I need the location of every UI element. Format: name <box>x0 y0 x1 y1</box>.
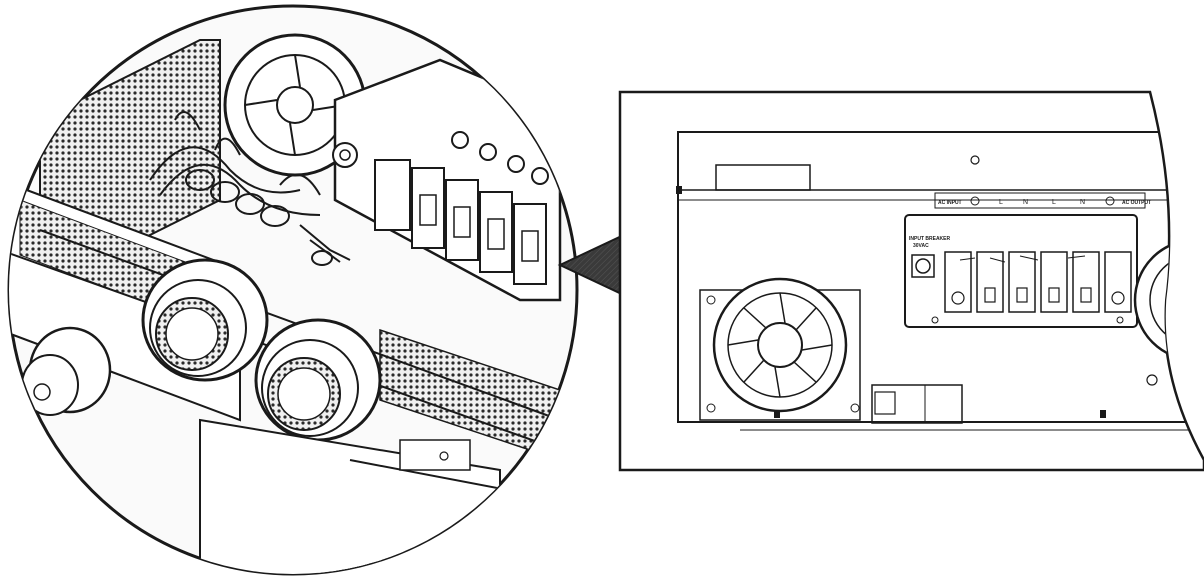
inverter-overview-panel: AC INPUT L N L N AC OUTPUT INPUT BREAKER… <box>618 90 1204 472</box>
fan-icon <box>699 277 861 421</box>
terminal-n-label: N <box>1080 199 1085 206</box>
terminal-n-label: N <box>1023 199 1028 206</box>
breaker-rating: 30VAC <box>913 243 929 249</box>
ac-output-label: AC OUTPUT <box>1122 200 1151 206</box>
cable-gland-icon <box>141 258 269 382</box>
cable-gland-icon <box>254 318 382 442</box>
breaker-label: INPUT BREAKER <box>909 236 951 242</box>
terminal-block-icon <box>333 58 562 302</box>
terminal-block-icon: INPUT BREAKER 30VAC <box>904 214 1138 328</box>
ac-input-label: AC INPUT <box>938 200 962 206</box>
coiled-wires <box>149 111 351 266</box>
ground-symbol-icon <box>439 451 449 461</box>
screw-icon <box>332 142 358 168</box>
cable-gland-icon <box>21 326 112 416</box>
magnified-detail-view <box>7 4 579 576</box>
terminal-l-label: L <box>999 199 1003 206</box>
terminal-l-label: L <box>1052 199 1056 206</box>
